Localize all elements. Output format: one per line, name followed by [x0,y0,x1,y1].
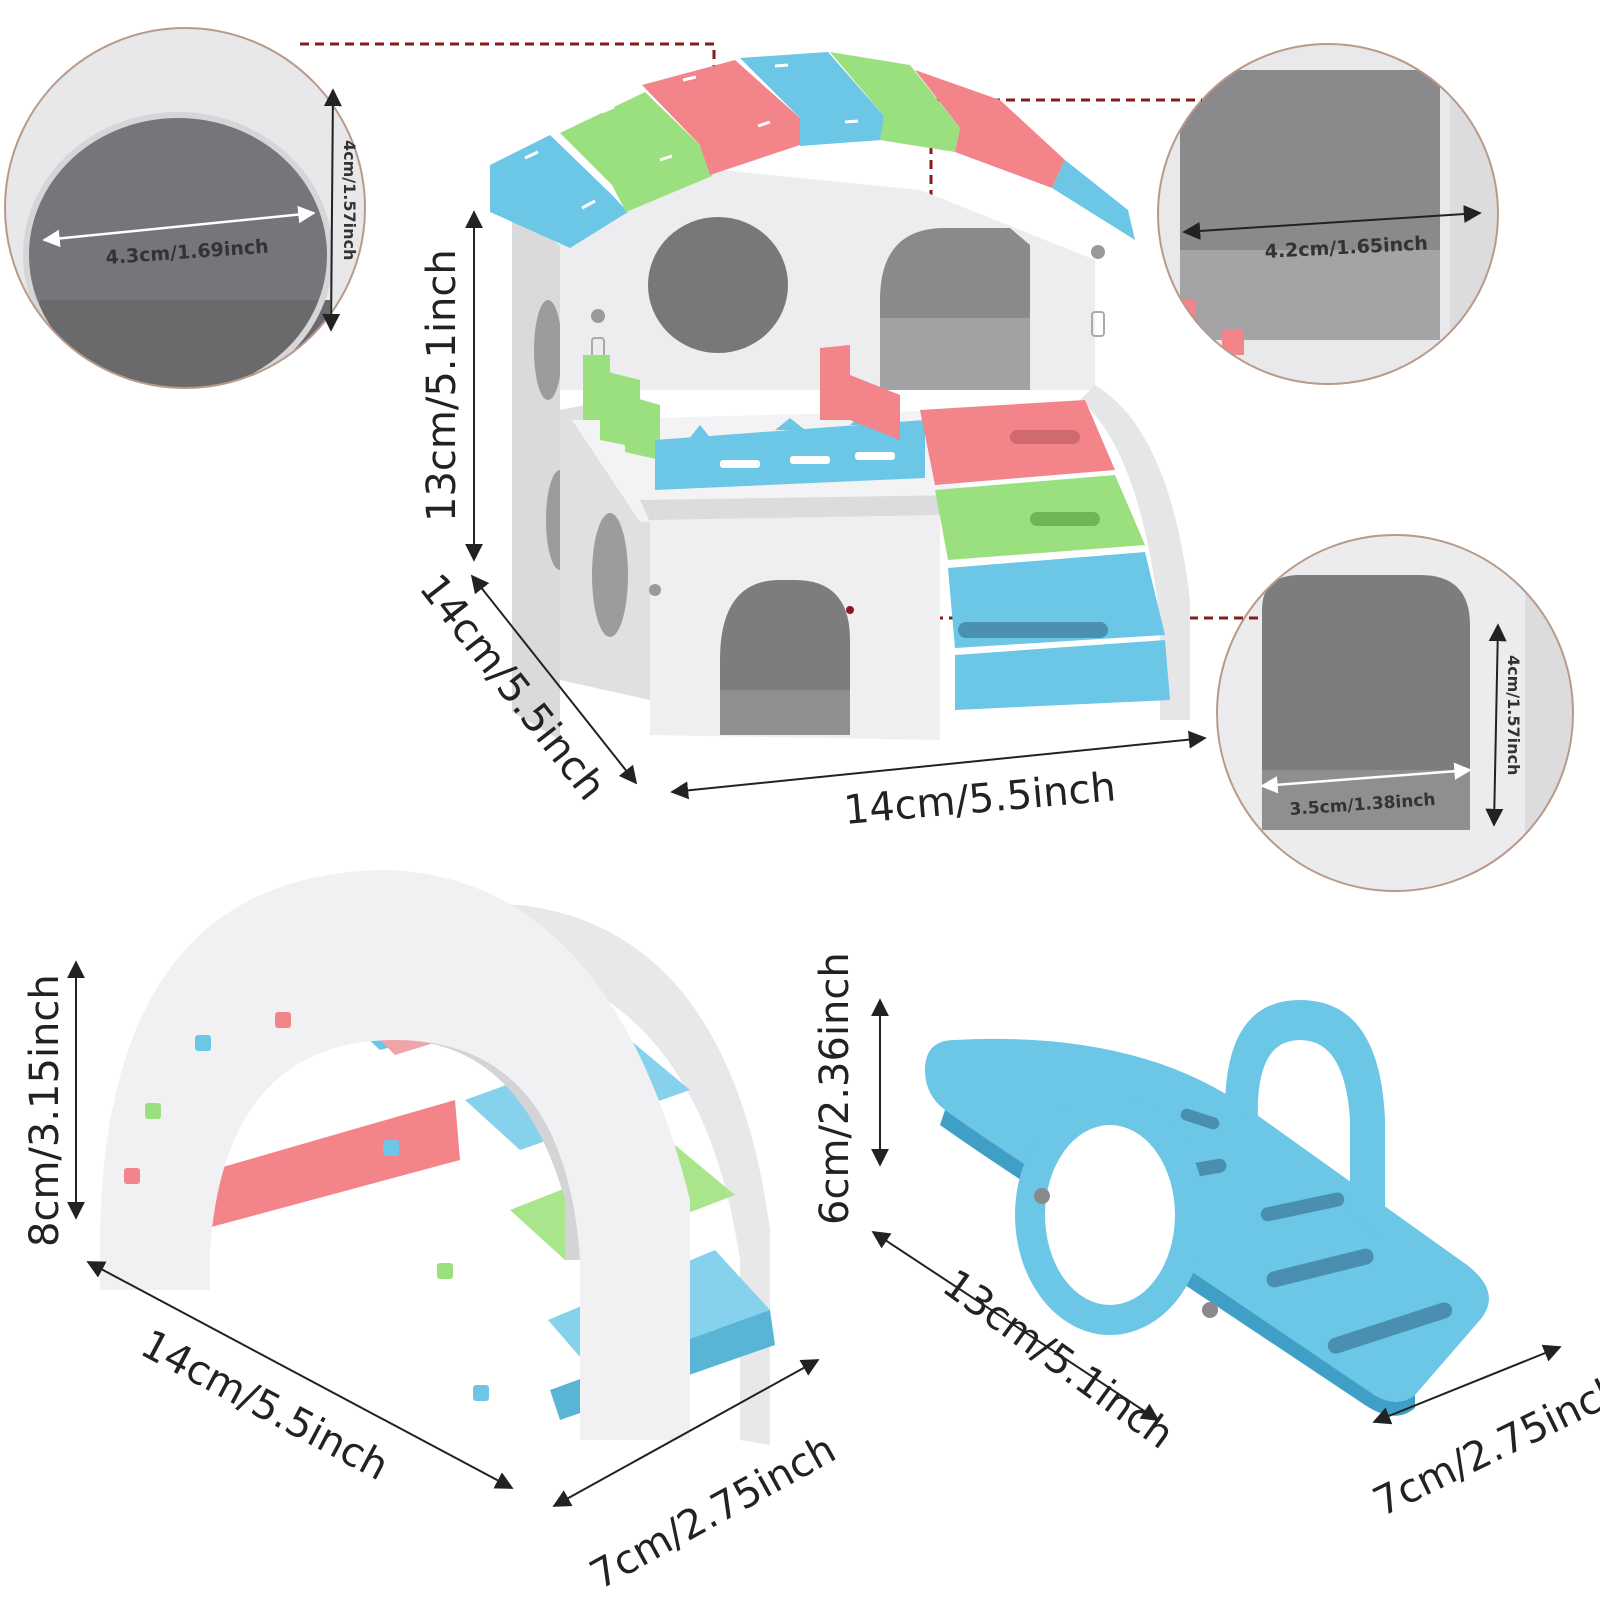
lower-door-height-label: 4cm/1.57inch [1504,655,1523,775]
roof [490,52,1135,248]
seesaw [925,1000,1489,1416]
bridge-width-label: 7cm/2.75inch [583,1426,844,1598]
bridge-height-label: 8cm/3.15inch [22,974,68,1247]
hamster-house [490,52,1190,740]
seesaw-height-label: 6cm/2.36inch [812,952,858,1225]
house-width-label: 14cm/5.5inch [842,764,1118,834]
house-height-label: 13cm/5.1inch [419,249,465,522]
fence [583,345,925,490]
detail-round-window: 4.3cm/1.69inch 4cm/1.57inch [4,27,366,389]
detail-lower-door: 3.5cm/1.38inch 4cm/1.57inch [1216,534,1574,892]
round-window-height-label: 4cm/1.57inch [340,140,359,260]
ramp [920,385,1190,720]
rainbow-bridge [100,870,775,1445]
detail-upper-door: 4.2cm/1.65inch [1157,43,1499,385]
